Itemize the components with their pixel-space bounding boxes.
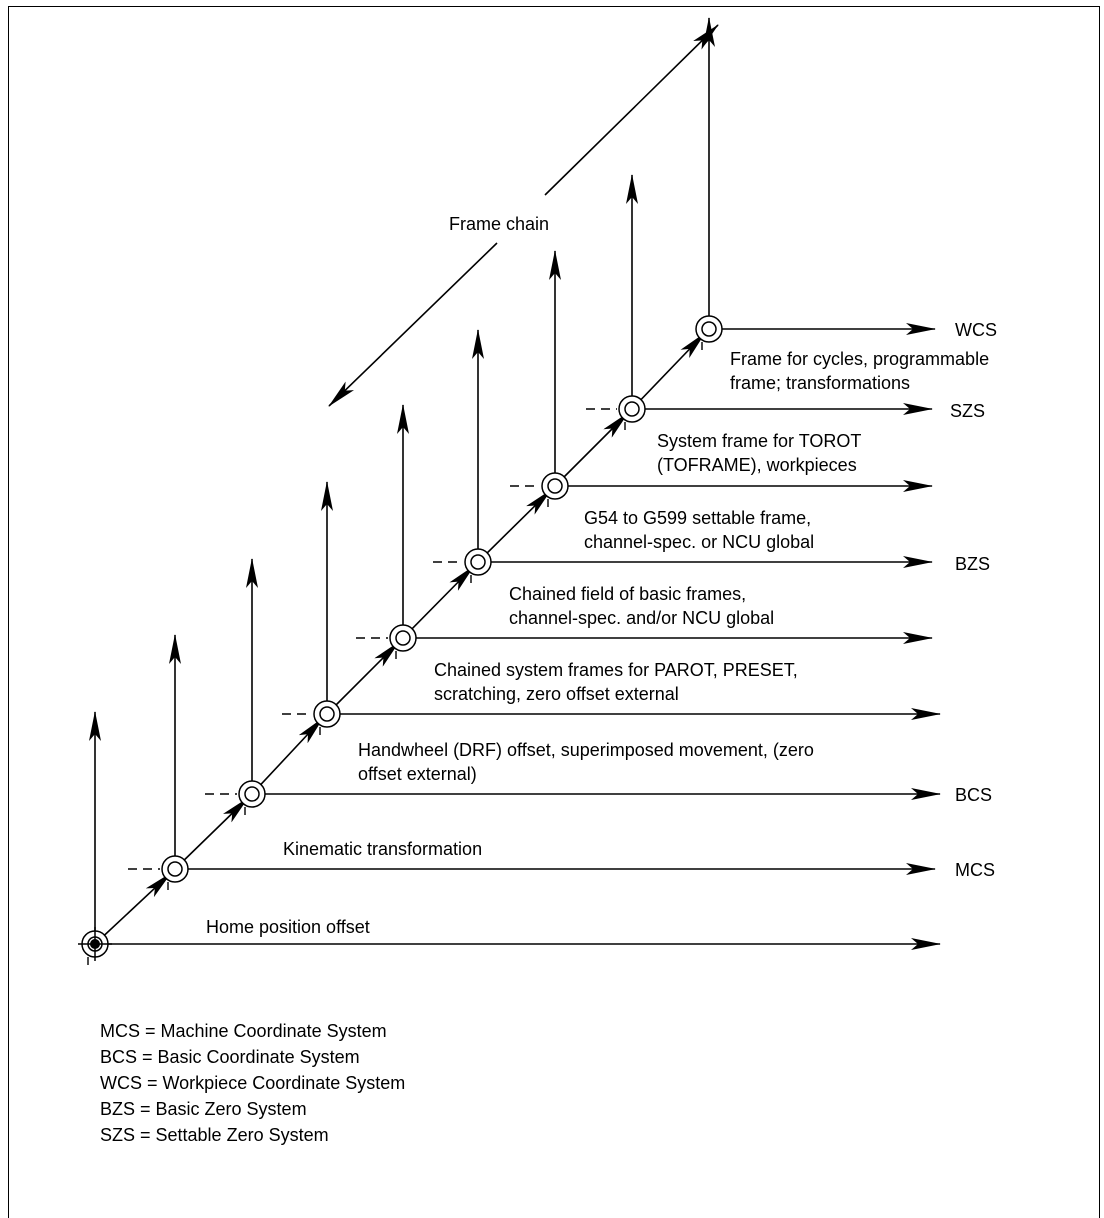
home-origin-dot (90, 939, 100, 949)
legend-item-bcs: BCS = Basic Coordinate System (100, 1047, 360, 1067)
desc-parot-line1: Chained system frames for PAROT, PRESET, (434, 660, 798, 680)
mcs-label: MCS (955, 860, 995, 880)
desc-torot-line2: (TOFRAME), workpieces (657, 455, 857, 475)
desc-g54-line1: G54 to G599 settable frame, (584, 508, 811, 528)
bzs-label: BZS (955, 554, 990, 574)
origin-bzs-icon (464, 548, 492, 576)
desc-basic-line1: Chained field of basic frames, (509, 584, 746, 604)
bcs-label: BCS (955, 785, 992, 805)
vertical-axes (89, 17, 715, 944)
origin-mcs-icon (161, 855, 189, 883)
szs-label: SZS (950, 401, 985, 421)
wcs-label: WCS (955, 320, 997, 340)
desc-parot-line2: scratching, zero offset external (434, 684, 679, 704)
legend-item-bzs: BZS = Basic Zero System (100, 1099, 307, 1119)
diagram-frame (8, 6, 1100, 1218)
desc-g54-line2: channel-spec. or NCU global (584, 532, 814, 552)
desc-basic-line2: channel-spec. and/or NCU global (509, 608, 774, 628)
desc-home: Home position offset (206, 917, 370, 937)
dashed-leads (87, 342, 703, 965)
desc-kinematic: Kinematic transformation (283, 839, 482, 859)
desc-handwheel-line2: offset external) (358, 764, 477, 784)
origin-parot-icon (389, 624, 417, 652)
origin-g54-icon (541, 472, 569, 500)
legend: MCS = Machine Coordinate System BCS = Ba… (100, 1021, 405, 1145)
frame-chain-label: Frame chain (449, 214, 549, 234)
frame-chain-arrow (328, 24, 719, 407)
origin-wcs-icon (695, 315, 723, 343)
legend-item-wcs: WCS = Workpiece Coordinate System (100, 1073, 405, 1093)
desc-torot-line1: System frame for TOROT (657, 431, 861, 451)
desc-cycles-line2: frame; transformations (730, 373, 910, 393)
origin-bcs-icon (238, 780, 266, 808)
legend-item-mcs: MCS = Machine Coordinate System (100, 1021, 387, 1041)
legend-item-szs: SZS = Settable Zero System (100, 1125, 329, 1145)
origin-handwheel-icon (313, 700, 341, 728)
origin-szs-icon (618, 395, 646, 423)
chain-segments (94, 332, 706, 945)
horizontal-axes (95, 323, 941, 950)
desc-handwheel-line1: Handwheel (DRF) offset, superimposed mov… (358, 740, 814, 760)
desc-cycles-line1: Frame for cycles, programmable (730, 349, 989, 369)
